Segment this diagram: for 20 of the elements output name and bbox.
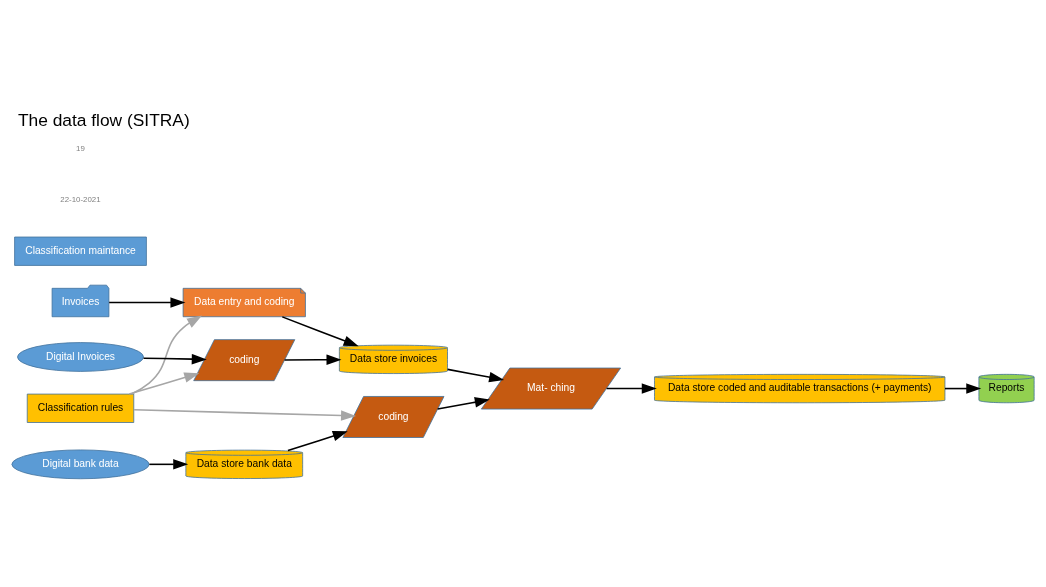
arrow <box>128 372 200 395</box>
arrow <box>130 315 203 395</box>
arrow <box>281 315 359 346</box>
label: 22-10-2021 <box>60 194 101 204</box>
node-ellipse: Digital Invoices <box>17 341 144 372</box>
node-ellipse: Digital bank data <box>11 449 150 479</box>
arrow <box>287 430 348 451</box>
arrow <box>283 353 342 365</box>
arrow <box>133 408 357 421</box>
arrow <box>148 458 189 470</box>
label: 19 <box>76 143 85 153</box>
arrow <box>142 353 207 364</box>
diagram-title: The data flow (SITRA) <box>17 109 190 130</box>
arrow <box>436 396 490 410</box>
node-box: Classification maintance <box>14 236 147 266</box>
node-box: Classification rules <box>26 393 135 423</box>
arrow <box>446 368 505 382</box>
arrow <box>605 382 657 394</box>
arrow <box>944 382 982 394</box>
arrow <box>108 296 186 308</box>
